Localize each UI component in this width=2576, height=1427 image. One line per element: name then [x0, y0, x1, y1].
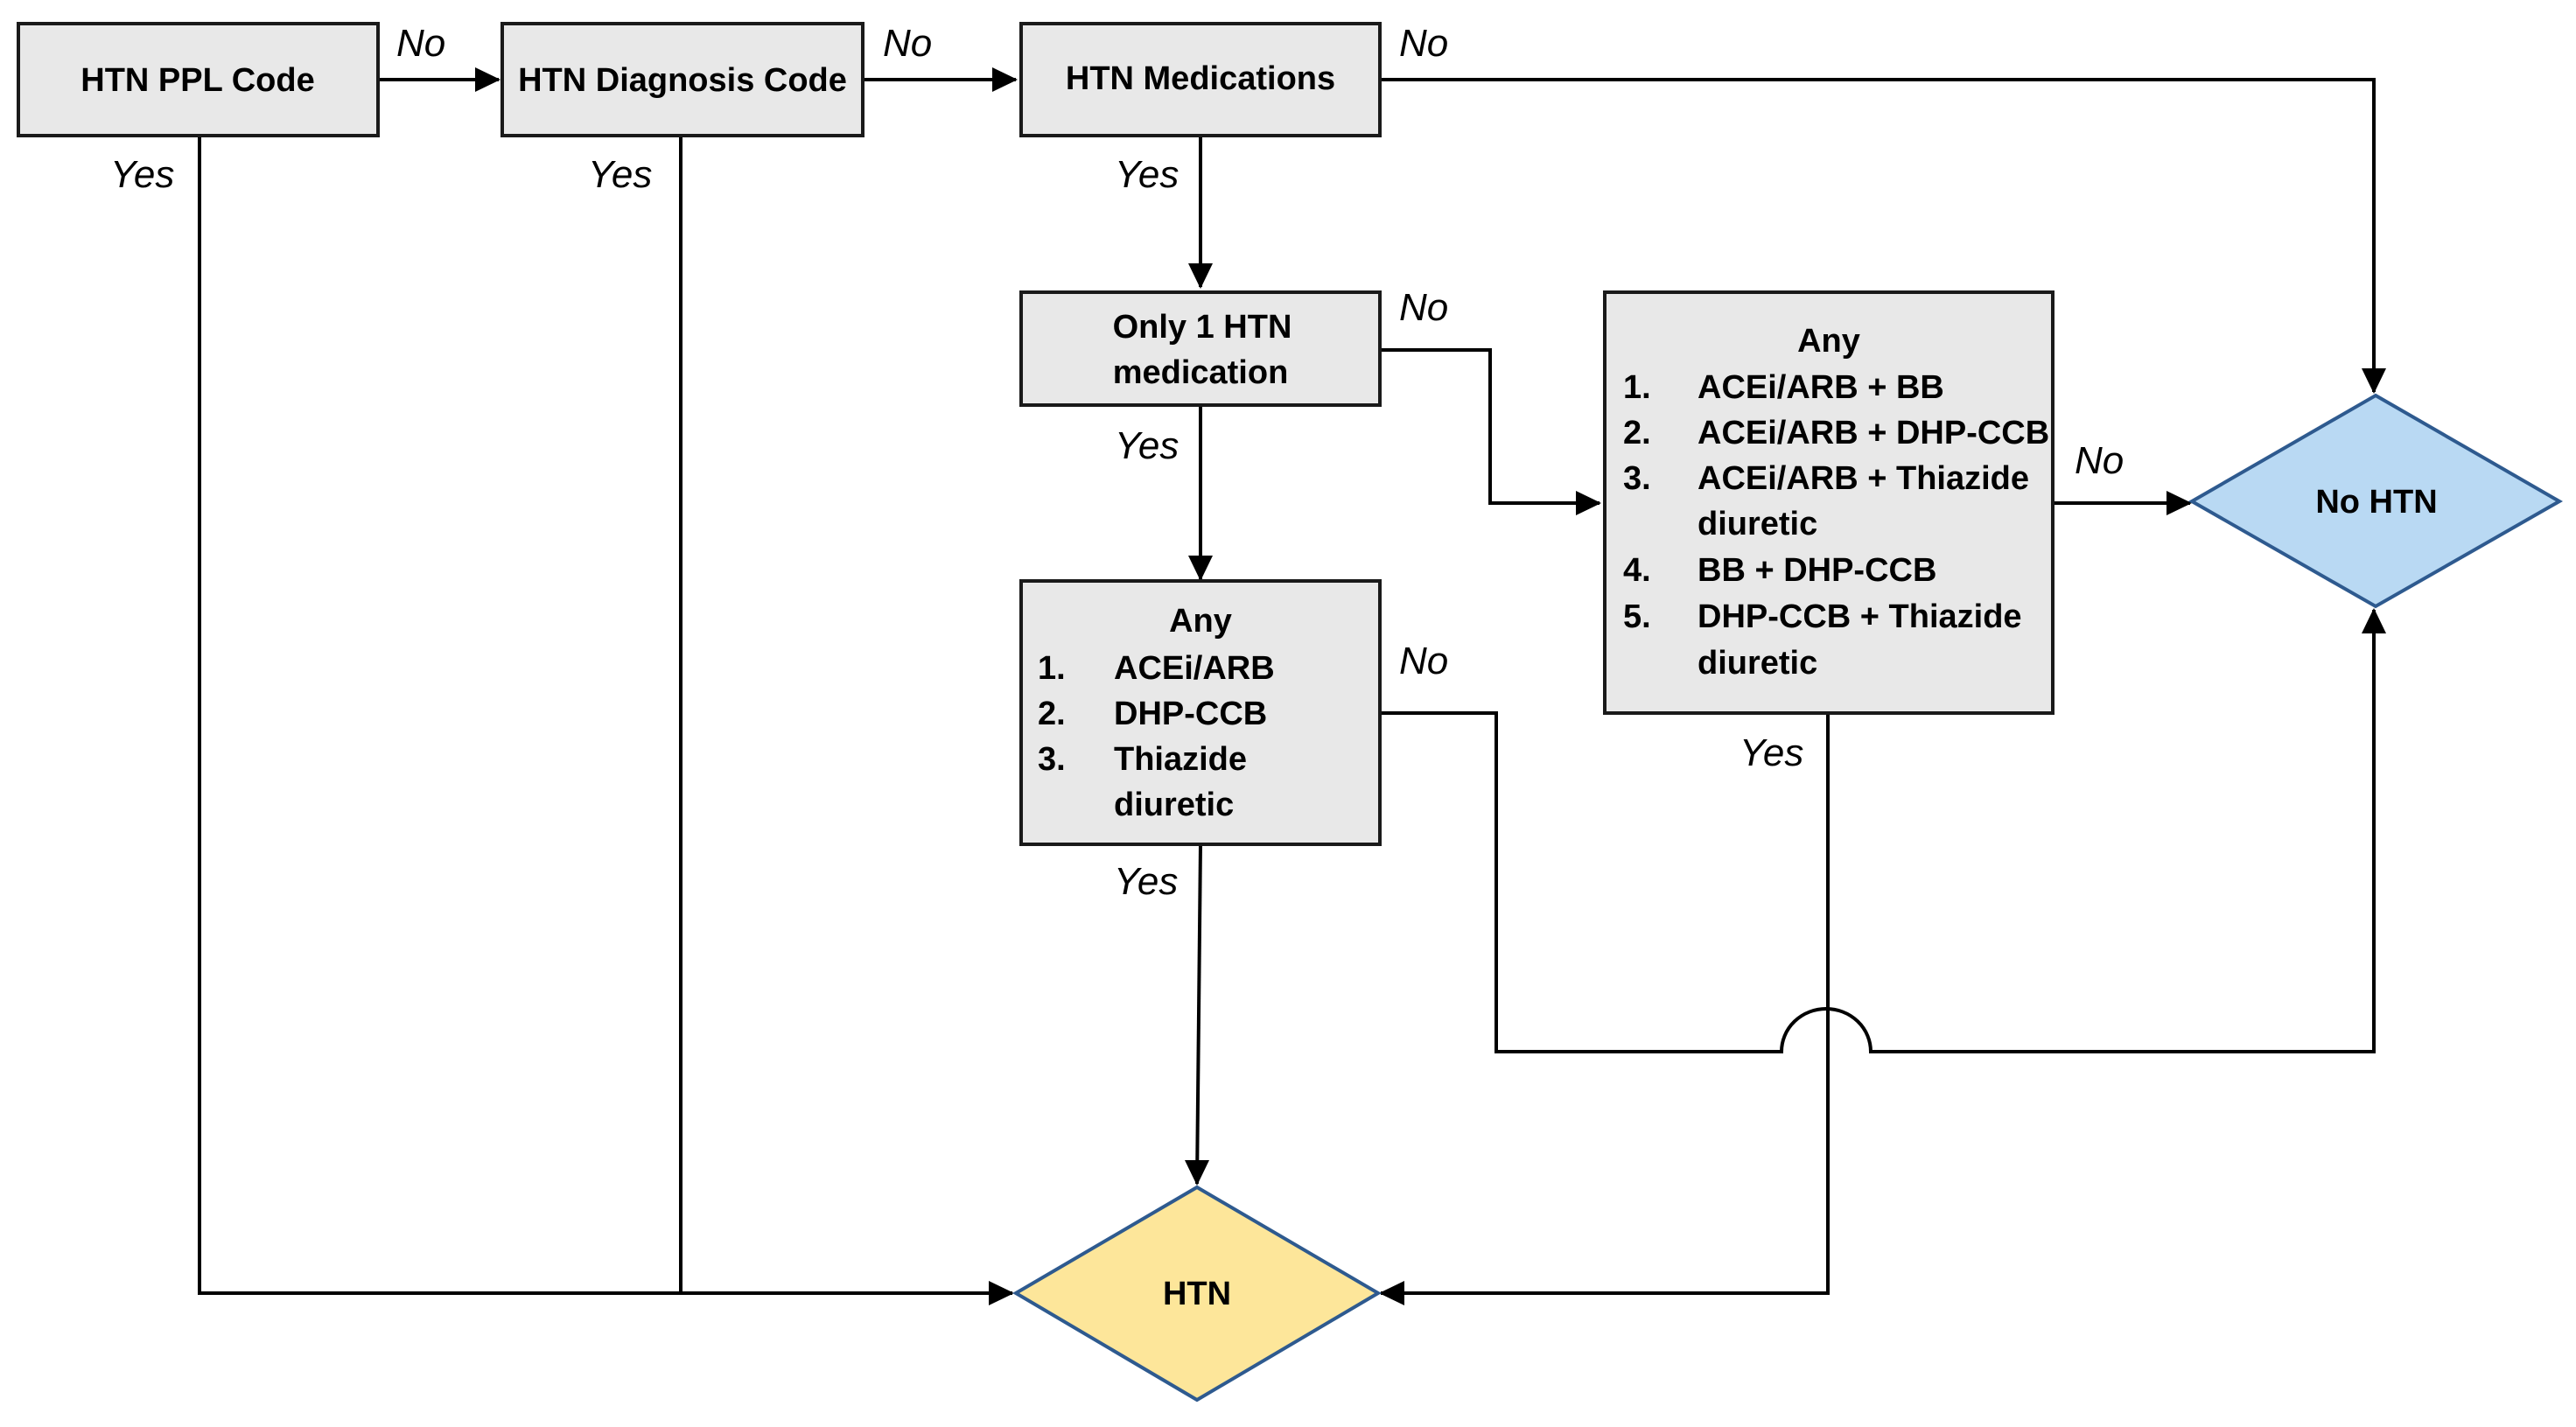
arrowhead — [2362, 608, 2386, 633]
node-label: No HTN — [2315, 484, 2437, 521]
edge-label-no: No — [2075, 439, 2124, 482]
list-item-number: 2. — [1623, 415, 1651, 451]
list-item-text: DHP-CCB + Thiazide — [1698, 598, 2022, 635]
edge-ppl-to-htn — [198, 136, 1012, 1295]
edge-single-to-nohtn — [1380, 610, 2376, 1053]
edge-label-no: No — [883, 22, 932, 65]
node-htn-ppl-code: HTN PPL Code — [17, 22, 380, 137]
node-label-line2: medication — [1113, 354, 1289, 391]
node-label: HTN Medications — [1066, 60, 1335, 97]
list-item-number: 4. — [1623, 552, 1651, 589]
node-label: HTN Diagnosis Code — [518, 62, 847, 99]
edge-label-yes: Yes — [1114, 860, 1178, 903]
node-single-agent-list: Any 1. ACEi/ARB 2. DHP-CCB 3. Thiazide d… — [1019, 579, 1382, 846]
arrowhead — [2362, 368, 2386, 394]
list-title: Any — [1797, 323, 1860, 360]
node-label-line1: Only 1 HTN — [1113, 309, 1292, 346]
edge-label-no: No — [396, 22, 445, 65]
connectors — [198, 67, 2386, 1305]
list-item-text: Thiazide — [1114, 741, 1247, 778]
edge-only1-to-combo — [1380, 348, 1600, 505]
list-title: Any — [1169, 603, 1232, 640]
list-item-text: ACEi/ARB + BB — [1698, 369, 1944, 406]
list-item-text: ACEi/ARB + Thiazide — [1698, 460, 2029, 497]
list-item-text-cont: diuretic — [1114, 787, 1234, 823]
node-htn-medications: HTN Medications — [1019, 22, 1382, 137]
list-item-number: 1. — [1623, 369, 1651, 406]
arrowhead — [1379, 1281, 1404, 1305]
edge-label-yes: Yes — [588, 153, 652, 196]
list-item-number: 3. — [1623, 460, 1651, 497]
node-no-htn: No HTN — [2188, 393, 2564, 609]
list-item-number: 5. — [1623, 598, 1651, 635]
edge-label-yes: Yes — [110, 153, 174, 196]
edge-label-no: No — [1399, 286, 1448, 329]
arrowhead — [1576, 491, 1601, 515]
edge-label-yes: Yes — [1115, 424, 1179, 467]
list-item-number: 3. — [1038, 741, 1066, 778]
edge-label-no: No — [1399, 22, 1448, 65]
node-label: HTN — [1163, 1276, 1231, 1312]
arrowhead — [992, 67, 1018, 92]
edge-combo-to-htn — [1381, 713, 1830, 1295]
arrowhead — [475, 67, 500, 92]
arrowhead — [989, 1281, 1014, 1305]
edge-label-no: No — [1399, 640, 1448, 682]
arrowhead — [2166, 491, 2192, 515]
list-item-number: 1. — [1038, 650, 1066, 687]
edge-label-yes: Yes — [1115, 153, 1179, 196]
node-combination-list: Any 1. ACEi/ARB + BB 2. ACEi/ARB + DHP-C… — [1603, 290, 2054, 715]
list-item-text-cont: diuretic — [1698, 645, 1817, 682]
edge-meds-to-nohtn — [1380, 78, 2376, 392]
node-label: HTN PPL Code — [80, 62, 314, 99]
list-item-text-cont: diuretic — [1698, 506, 1817, 542]
arrowhead — [1188, 263, 1213, 289]
node-htn-diagnosis-code: HTN Diagnosis Code — [500, 22, 864, 137]
node-only-one-htn-medication: Only 1 HTN medication — [1019, 290, 1382, 407]
list-item-text: ACEi/ARB — [1114, 650, 1275, 687]
list-item-text: BB + DHP-CCB — [1698, 552, 1936, 589]
list-item-number: 2. — [1038, 696, 1066, 732]
list-item-text: ACEi/ARB + DHP-CCB — [1698, 415, 2049, 451]
edge-label-yes: Yes — [1740, 731, 1803, 774]
edge-single-to-htn — [1195, 843, 1202, 1185]
arrowhead — [1185, 1160, 1209, 1186]
node-htn: HTN — [1012, 1185, 1382, 1403]
edge-labels: No No No No No No Yes Yes Yes Yes Yes Ye… — [110, 22, 2124, 903]
list-item-text: DHP-CCB — [1114, 696, 1267, 732]
arrowhead — [1188, 556, 1213, 581]
